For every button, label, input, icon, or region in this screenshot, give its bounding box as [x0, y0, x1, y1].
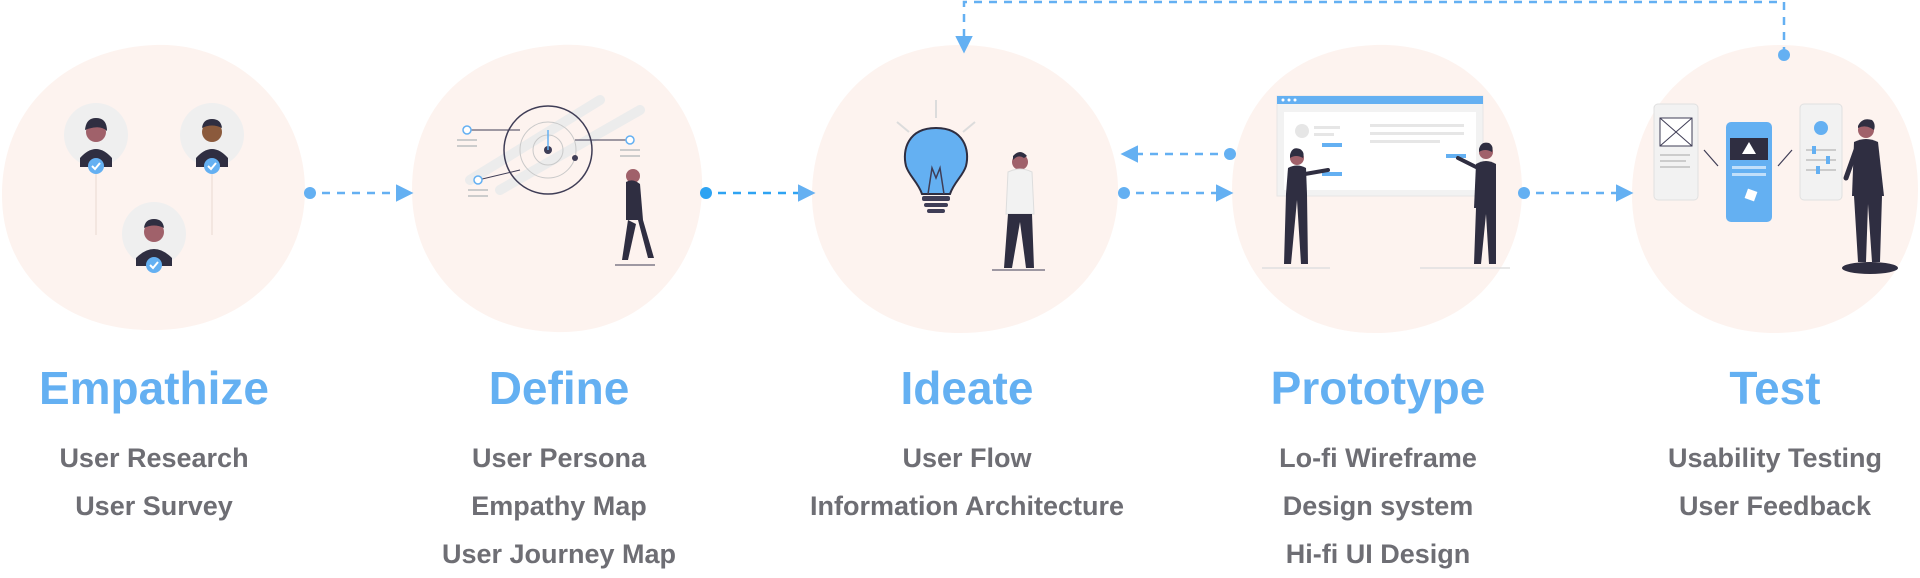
connector-dot [1518, 187, 1530, 199]
stage-item: User Research [59, 443, 249, 473]
stage-define: Define User Persona Empathy Map User Jou… [379, 360, 739, 578]
connector-dot [304, 187, 316, 199]
stage-test: Test Usability Testing User Feedback [1595, 360, 1920, 530]
empathize-blob [2, 44, 305, 331]
connector-dot [1118, 187, 1130, 199]
avatar [180, 103, 244, 174]
feedback-loop-start-dot [1778, 49, 1790, 61]
stage-title: Test [1729, 362, 1821, 414]
person-figure [1842, 119, 1898, 274]
phone-icon [1726, 122, 1772, 222]
stage-ideate: Ideate User Flow Information Architectur… [787, 360, 1147, 530]
stage-title: Prototype [1270, 362, 1486, 414]
user-avatars-illustration [64, 103, 244, 273]
check-badge-icon [88, 158, 104, 174]
stage-title: Define [488, 362, 630, 414]
lightbulb-icon [903, 126, 969, 195]
lightbulb-illustration [896, 100, 1045, 271]
target-diagram-illustration [457, 95, 655, 266]
stage-prototype: Prototype Lo-fi Wireframe Design system … [1198, 360, 1558, 578]
stage-item: Usability Testing [1667, 443, 1883, 473]
stage-item: Lo-fi Wireframe [1279, 443, 1477, 473]
connector-dot [1224, 148, 1236, 160]
stage-title: Ideate [900, 362, 1034, 414]
person-figure [615, 169, 655, 266]
whiteboard-illustration [1262, 95, 1510, 269]
stage-item: User Flow [902, 443, 1032, 473]
stage-item: Design system [1282, 491, 1474, 521]
mobile-testing-illustration [1653, 103, 1898, 274]
person-figure [992, 152, 1045, 271]
ideate-blob [811, 45, 1118, 333]
stage-title: Empathize [38, 362, 270, 414]
check-badge-icon [204, 158, 220, 174]
connector-dot [700, 187, 712, 199]
stage-item: User Survey [75, 491, 233, 521]
stage-item: Empathy Map [471, 491, 647, 521]
stage-empathize: Empathize User Research User Survey [0, 360, 334, 530]
stage-item: Information Architecture [809, 491, 1125, 521]
define-blob [412, 44, 703, 333]
check-badge-icon [146, 257, 162, 273]
stage-item: User Feedback [1678, 491, 1872, 521]
person-figure [1456, 142, 1496, 264]
avatar [122, 202, 186, 273]
stage-item: User Persona [471, 443, 647, 473]
test-blob [1631, 45, 1918, 333]
stage-item: Hi-fi UI Design [1285, 539, 1471, 569]
person-figure [1284, 148, 1330, 264]
avatar [64, 103, 128, 174]
stage-item: User Journey Map [441, 539, 677, 569]
